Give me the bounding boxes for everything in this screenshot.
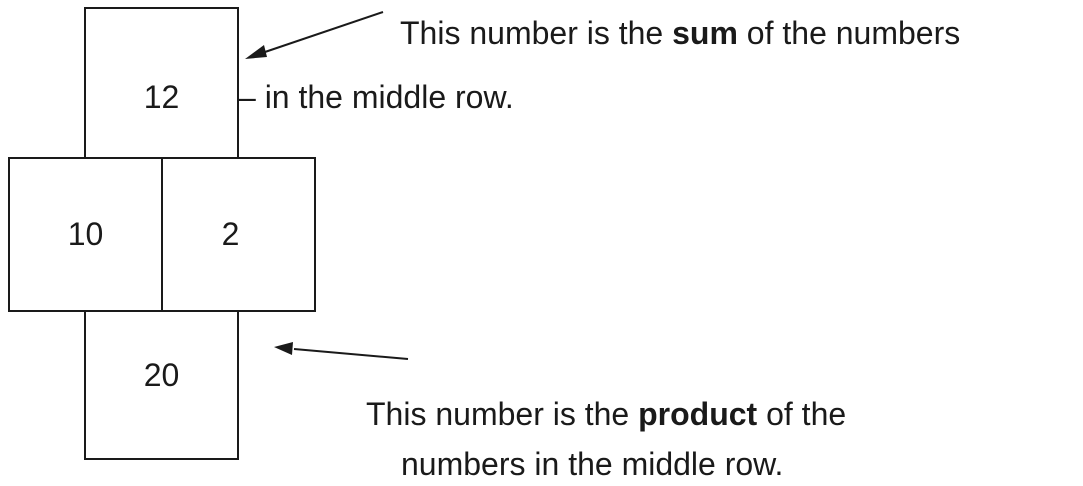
sum-note-text-end: of the numbers — [737, 15, 961, 51]
middle-right-value: 2 — [221, 216, 240, 252]
sum-note-text: This number is the — [400, 15, 673, 51]
sum-arrow — [245, 11, 384, 59]
product-box: 20 — [84, 310, 239, 460]
middle-left-box: 10 — [8, 157, 163, 312]
sum-note-keyword: sum — [672, 15, 738, 51]
product-value: 20 — [143, 356, 180, 393]
product-arrow — [274, 342, 409, 360]
product-note-text-end: of the — [757, 396, 847, 432]
product-note-line-2: numbers in the middle row. — [401, 446, 784, 482]
sum-note-line-1: This number is the sum of the numbers — [400, 11, 960, 55]
product-note-keyword: product — [638, 396, 758, 432]
middle-left-value: 10 — [67, 216, 104, 252]
product-note-text: This number is the — [366, 396, 639, 432]
sum-note-line-2: – in the middle row. — [238, 79, 514, 115]
sum-value: 12 — [143, 78, 180, 115]
sum-box: 12 — [84, 7, 239, 159]
middle-right-box: 2 — [161, 157, 316, 312]
product-note-line-1: This number is the product of the — [366, 392, 846, 436]
